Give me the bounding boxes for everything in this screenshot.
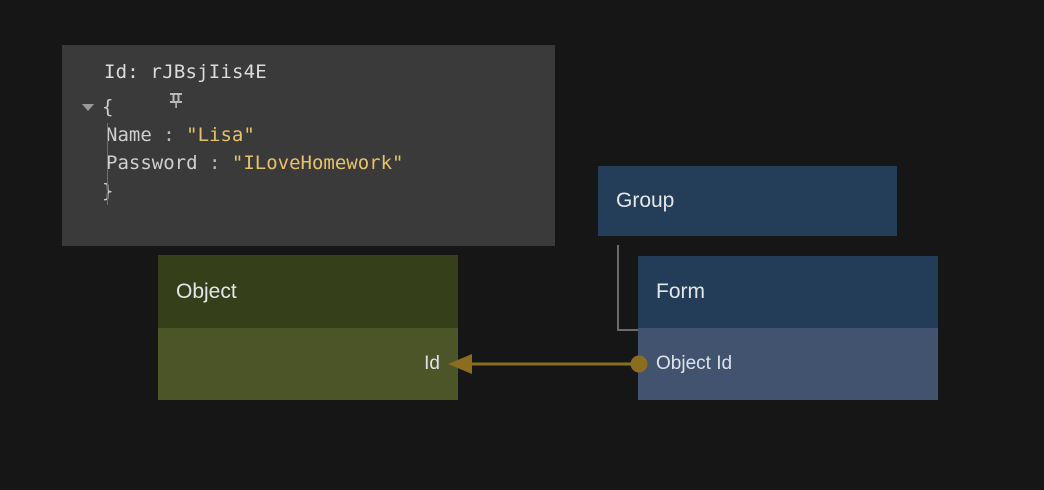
json-indent-guide <box>107 123 108 205</box>
pushpin-icon[interactable] <box>74 62 182 108</box>
json-popup-title: Id: rJBsjIis4E <box>104 61 267 83</box>
entity-form[interactable]: Form Object Id <box>638 256 938 400</box>
json-key: Name <box>106 124 152 146</box>
relation-arrow-objectid-to-id[interactable] <box>448 350 648 378</box>
json-space <box>220 149 231 177</box>
json-open-brace: { <box>102 96 114 118</box>
json-inspector-popup[interactable]: Id: rJBsjIis4E { Name : "Lisa" Passwo <box>62 45 555 246</box>
entity-object-field-id[interactable]: Id <box>158 328 458 400</box>
entity-form-field-label: Object Id <box>656 353 733 374</box>
json-popup-header: Id: rJBsjIis4E <box>62 55 555 108</box>
tree-connector-group-form <box>617 245 639 331</box>
json-value: "Lisa" <box>186 124 255 146</box>
json-open-brace-row[interactable]: { <box>74 93 555 121</box>
json-colon: : <box>208 152 221 174</box>
json-tree: { Name : "Lisa" Password : "ILoveHomewor… <box>62 93 555 205</box>
entity-group-title: Group <box>616 189 675 212</box>
entity-object-title: Object <box>176 279 237 303</box>
caret-down-icon[interactable] <box>74 103 102 111</box>
json-colon: : <box>163 124 175 146</box>
entity-form-header[interactable]: Form <box>638 256 938 328</box>
entity-object-header[interactable]: Object <box>158 255 458 328</box>
entity-group-header[interactable]: Group <box>598 166 897 236</box>
entity-form-field-object-id[interactable]: Object Id <box>638 328 938 400</box>
json-field-row: Password : "ILoveHomework" <box>74 149 555 177</box>
json-separator <box>152 121 163 149</box>
json-key: Password <box>106 152 198 174</box>
json-space <box>175 121 186 149</box>
entity-group[interactable]: Group <box>598 166 897 236</box>
entity-object[interactable]: Object Id <box>158 255 458 400</box>
json-field-row: Name : "Lisa" <box>74 121 555 149</box>
json-separator <box>198 149 209 177</box>
json-close-brace-row: } <box>74 177 555 205</box>
entity-form-title: Form <box>656 280 705 303</box>
entity-object-field-label: Id <box>424 353 440 374</box>
json-value: "ILoveHomework" <box>231 152 404 174</box>
